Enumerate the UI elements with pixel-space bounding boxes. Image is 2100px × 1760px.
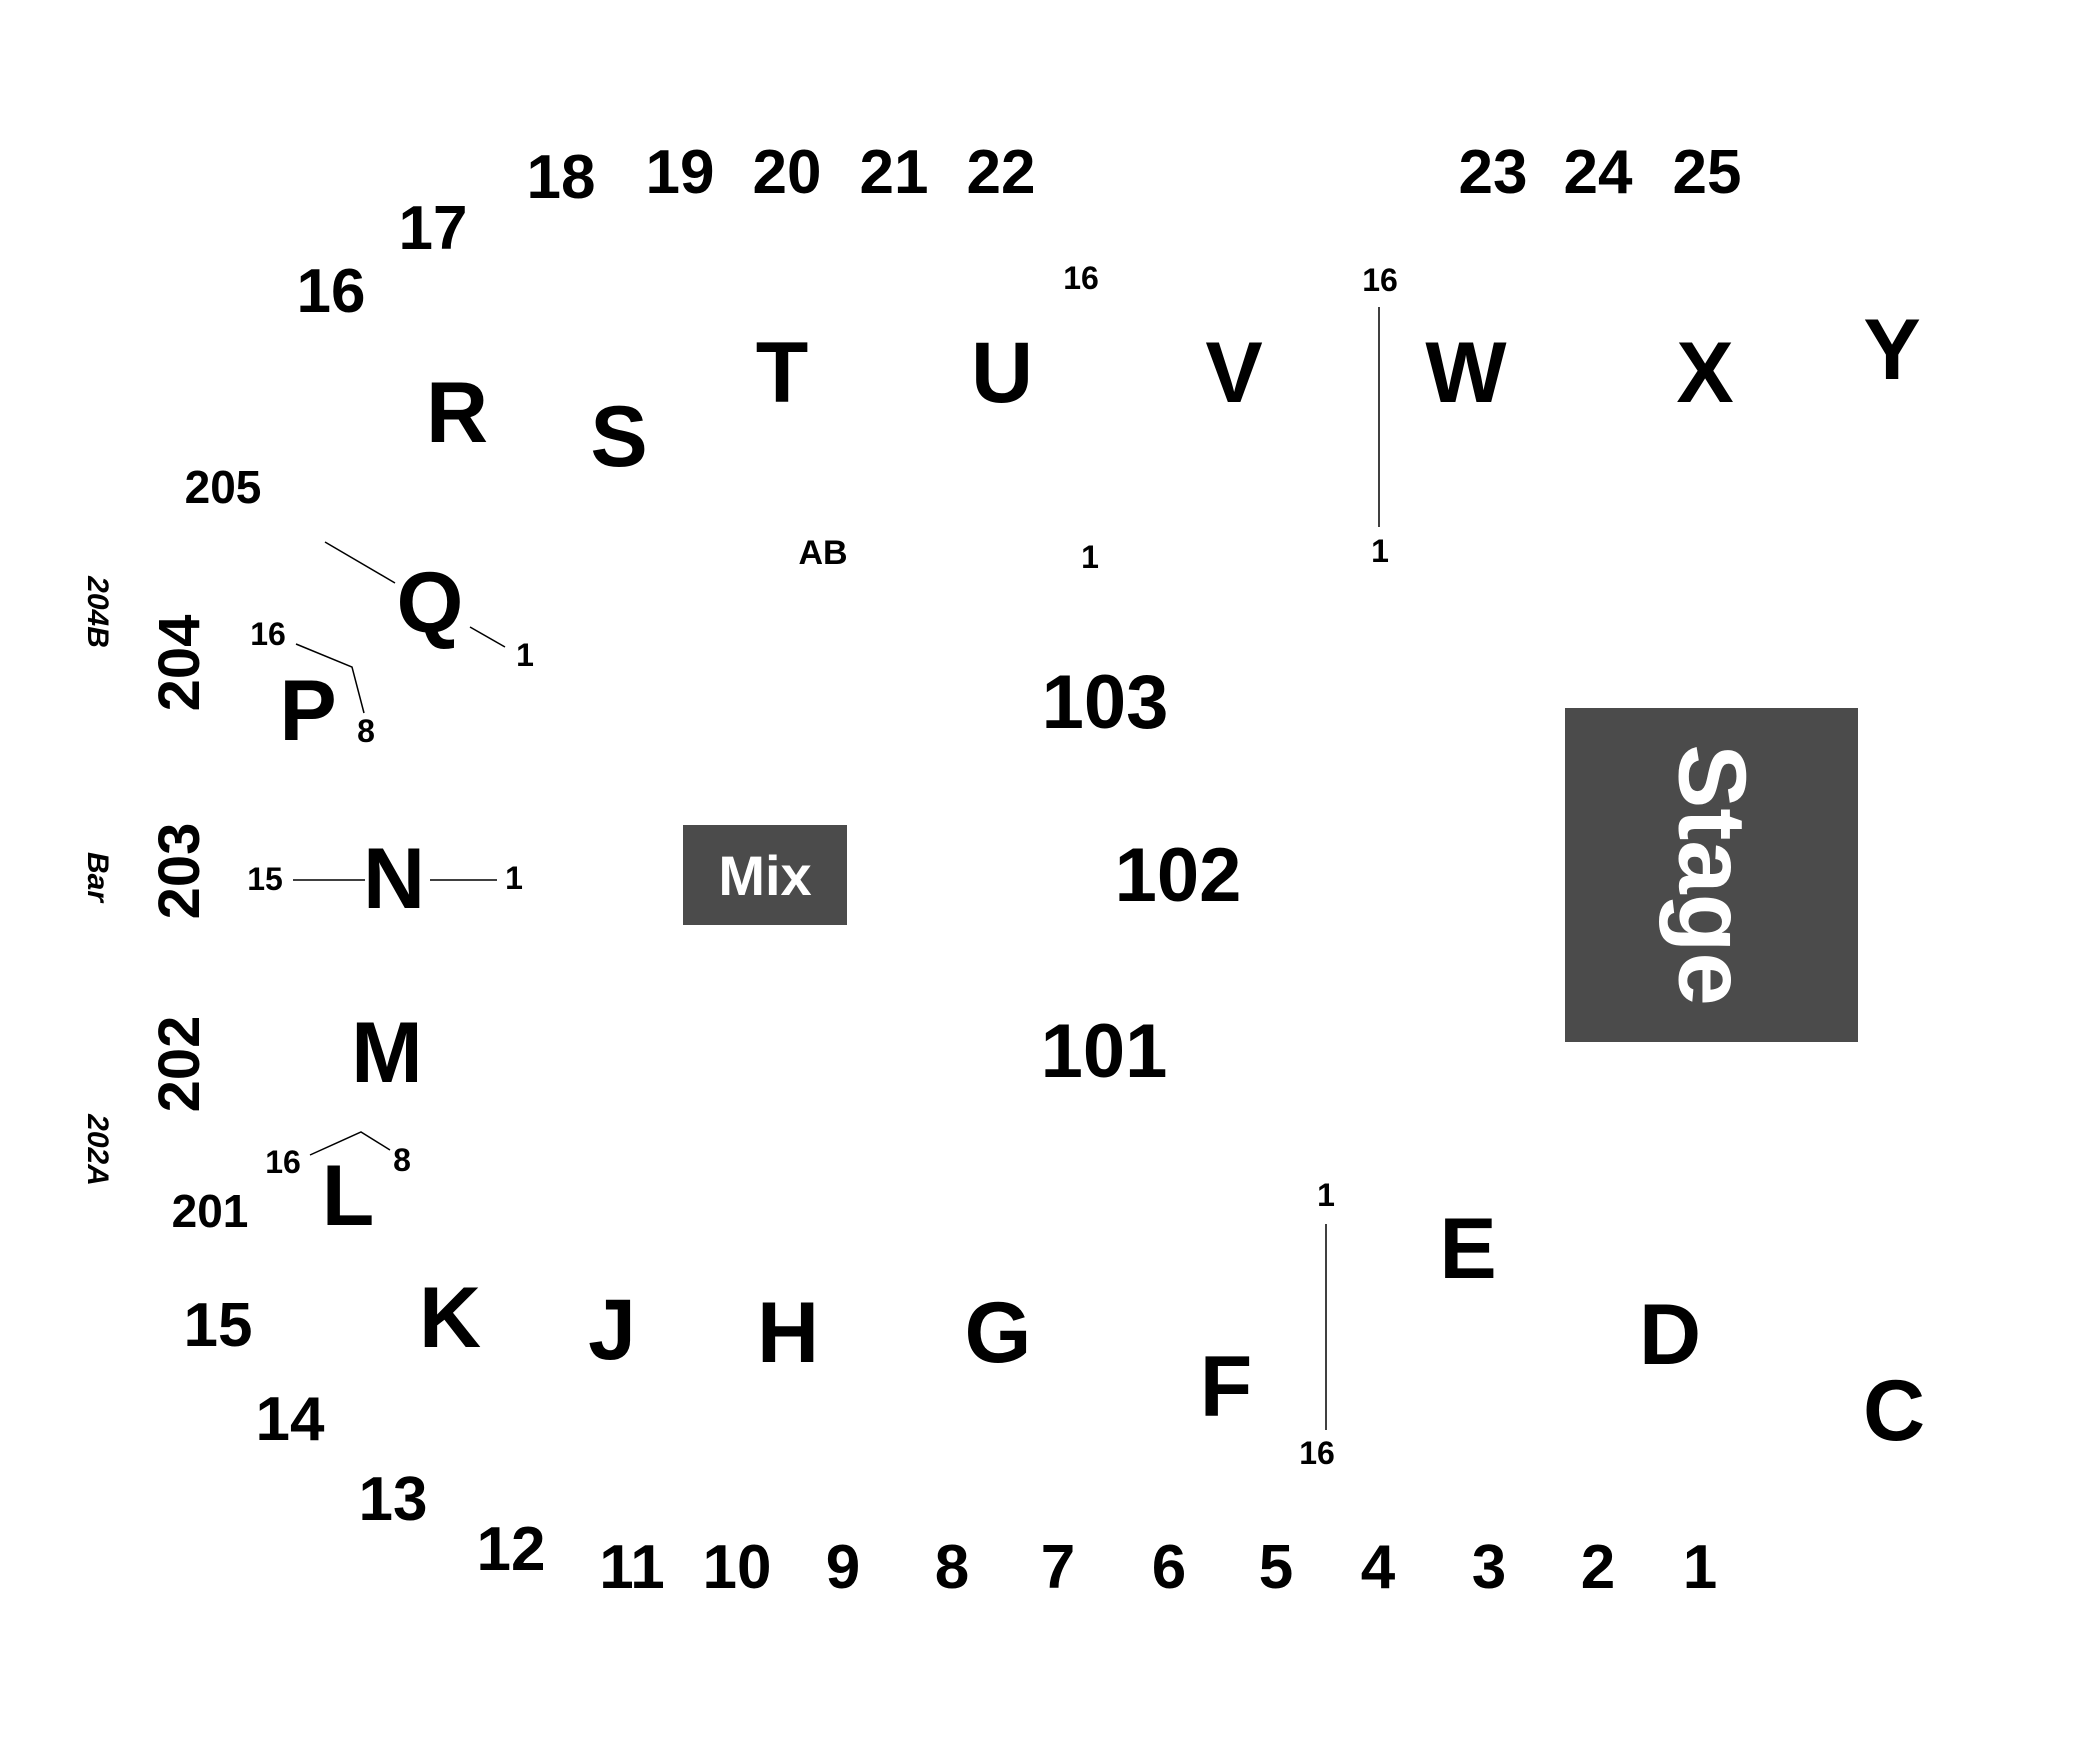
row-m[interactable]: M (351, 1005, 423, 1101)
section-205[interactable]: 205 (184, 461, 262, 513)
seat-marker-u-top: 16 (1063, 260, 1099, 296)
seat-marker-f-bottom: 16 (1299, 1435, 1335, 1471)
row-s[interactable]: S (590, 389, 648, 485)
row-y[interactable]: Y (1863, 302, 1921, 398)
q-line-right (469, 626, 506, 648)
bottom-number[interactable]: 10 (702, 1533, 772, 1602)
seat-marker-l-right: 8 (393, 1142, 411, 1178)
section-201[interactable]: 201 (171, 1185, 249, 1237)
section-202a[interactable]: 202A (81, 1114, 114, 1186)
seat-marker-l-left: 16 (265, 1144, 301, 1180)
row-n[interactable]: N (362, 831, 426, 927)
seat-marker-w-top: 16 (1362, 262, 1398, 298)
top-number[interactable]: 18 (526, 143, 596, 212)
bottom-number[interactable]: 7 (1040, 1533, 1076, 1602)
top-number[interactable]: 23 (1458, 138, 1528, 207)
top-number[interactable]: 16 (296, 257, 366, 326)
row-u[interactable]: U (970, 325, 1034, 421)
row-x[interactable]: X (1676, 325, 1734, 421)
bottom-number[interactable]: 12 (476, 1515, 546, 1584)
stage: Stage (1565, 708, 1858, 1042)
seat-marker-n-right: 1 (505, 860, 523, 896)
top-number[interactable]: 24 (1563, 138, 1633, 207)
row-l[interactable]: L (321, 1148, 375, 1244)
bar-label: Bar (81, 851, 114, 903)
q-line-left (324, 541, 396, 584)
row-f[interactable]: F (1199, 1339, 1253, 1435)
row-e[interactable]: E (1439, 1201, 1497, 1297)
bottom-number[interactable]: 14 (255, 1385, 325, 1454)
bottom-number[interactable]: 13 (358, 1465, 428, 1534)
seat-marker-p-right: 8 (357, 713, 375, 749)
bottom-number[interactable]: 2 (1580, 1533, 1616, 1602)
bottom-number[interactable]: 4 (1360, 1533, 1396, 1602)
bottom-number[interactable]: 11 (599, 1533, 665, 1602)
section-204b[interactable]: 204B (81, 576, 114, 648)
mix-booth: Mix (683, 825, 847, 925)
section-103[interactable]: 103 (1041, 660, 1169, 745)
top-number[interactable]: 19 (645, 138, 715, 207)
seat-marker-w-bottom: 1 (1371, 533, 1389, 569)
ab-label[interactable]: AB (798, 534, 848, 572)
top-number[interactable]: 17 (398, 194, 468, 263)
section-203[interactable]: 203 (147, 822, 212, 920)
mix-label: Mix (718, 843, 812, 907)
seat-marker-f-top: 1 (1317, 1177, 1335, 1213)
row-q[interactable]: Q (396, 555, 464, 651)
bottom-number[interactable]: 1 (1682, 1533, 1718, 1602)
row-r[interactable]: R (425, 365, 489, 461)
bottom-number[interactable]: 8 (934, 1533, 970, 1602)
top-number[interactable]: 20 (752, 138, 822, 207)
bottom-number[interactable]: 15 (183, 1291, 253, 1360)
seat-marker-p-top: 16 (250, 616, 286, 652)
row-k[interactable]: K (418, 1270, 482, 1366)
row-g[interactable]: G (964, 1285, 1032, 1381)
section-102[interactable]: 102 (1114, 833, 1242, 918)
bottom-number[interactable]: 5 (1258, 1533, 1294, 1602)
seat-marker-q-right: 1 (516, 637, 534, 673)
top-number[interactable]: 25 (1672, 138, 1742, 207)
seat-marker-n-left: 15 (247, 861, 283, 897)
row-p[interactable]: P (279, 663, 337, 759)
l-line (309, 1131, 391, 1156)
section-202[interactable]: 202 (147, 1015, 212, 1113)
seat-marker-u-bottom: 1 (1081, 539, 1099, 575)
top-number[interactable]: 21 (859, 138, 929, 207)
row-t[interactable]: T (755, 325, 809, 421)
bottom-number[interactable]: 9 (825, 1533, 861, 1602)
row-j[interactable]: J (588, 1282, 636, 1378)
row-w[interactable]: W (1425, 325, 1507, 421)
bottom-number[interactable]: 3 (1471, 1533, 1507, 1602)
p-line (295, 643, 365, 714)
row-d[interactable]: D (1638, 1287, 1702, 1383)
stage-label: Stage (1658, 744, 1766, 1006)
top-number[interactable]: 22 (966, 138, 1036, 207)
row-h[interactable]: H (756, 1285, 820, 1381)
section-101[interactable]: 101 (1040, 1009, 1168, 1094)
row-v[interactable]: V (1205, 325, 1263, 421)
row-c[interactable]: C (1862, 1363, 1926, 1459)
bottom-number[interactable]: 6 (1151, 1533, 1187, 1602)
section-204[interactable]: 204 (147, 614, 212, 712)
